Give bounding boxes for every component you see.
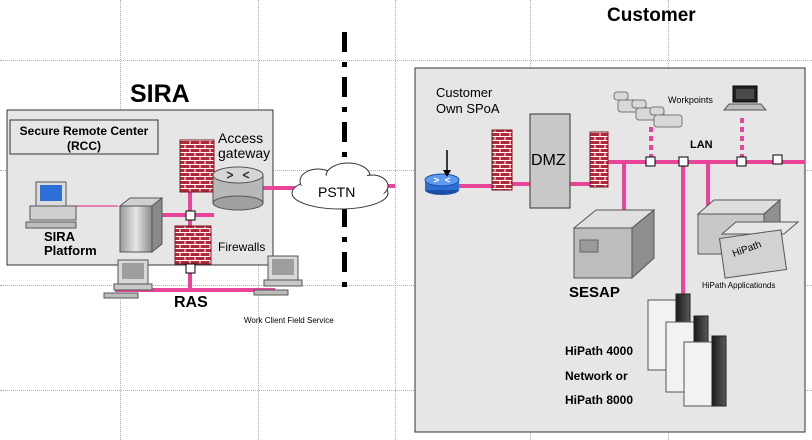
hipath-applications-label: HiPath Applicationds — [702, 281, 776, 290]
boundary-divider — [342, 32, 347, 287]
grid-line — [0, 285, 812, 286]
firewall-customer-1 — [491, 129, 513, 191]
laptop-icon — [722, 85, 768, 111]
sira-server-icon — [118, 196, 164, 254]
access-gateway-label: Access gateway — [218, 130, 271, 161]
grid-line — [0, 390, 812, 391]
sira-platform-label: SIRA Platform — [44, 229, 97, 258]
pstn-cloud — [291, 162, 389, 210]
rcc-box — [9, 119, 159, 155]
grid-line — [0, 60, 812, 61]
sesap-label: SESAP — [569, 284, 620, 301]
rcc-label: Secure Remote Center (RCC) — [19, 124, 149, 153]
ras-label: RAS — [174, 294, 208, 311]
network-or-label: Network or — [565, 369, 628, 383]
dmz-box — [529, 113, 571, 209]
firewalls-label: Firewalls — [218, 240, 266, 254]
hipath-4000-towers — [647, 293, 727, 407]
grid-line — [0, 170, 812, 171]
dmz-label: DMZ — [531, 152, 566, 169]
customer-spoa-label: Customer Own SPoA — [436, 85, 500, 116]
hipath-app-server-front — [718, 221, 800, 279]
sira-workstation-icon — [25, 181, 77, 229]
work-client-label: Work Client Field Service — [244, 316, 334, 325]
workpoints-label: Workpoints — [668, 95, 713, 105]
sesap-server-icon — [572, 208, 656, 280]
ras-computer-left — [103, 259, 153, 299]
workpoint-links — [649, 118, 744, 162]
sira-title: SIRA — [130, 80, 190, 108]
grid-line — [395, 0, 396, 440]
customer-router-icon — [424, 173, 460, 195]
hipath-4000-label: HiPath 4000 — [565, 344, 634, 358]
access-gateway-icon — [212, 166, 264, 211]
lan-connectors — [185, 154, 783, 274]
lan-label: LAN — [690, 139, 713, 151]
firewall-lower — [174, 225, 212, 265]
ras-computer-right — [253, 255, 303, 296]
workpoint-phone-icon — [613, 91, 683, 128]
hipath-8000-label: HiPath 8000 — [565, 393, 634, 407]
firewall-customer-2 — [589, 131, 609, 188]
pstn-label: PSTN — [318, 184, 356, 200]
customer-title: Customer — [607, 5, 696, 26]
firewall-upper — [179, 139, 215, 193]
